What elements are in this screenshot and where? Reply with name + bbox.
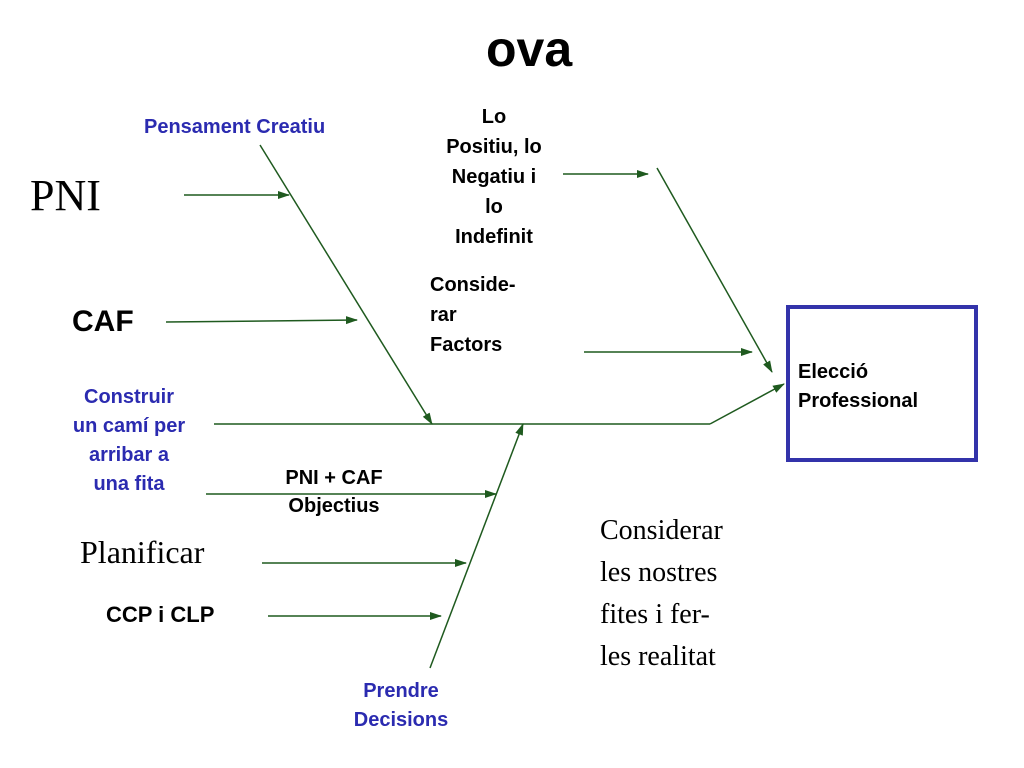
bone-prendre-decisions <box>429 423 524 669</box>
bone-lo-positiu <box>656 167 773 373</box>
construir-label: Construir un camí per arribar a una fita <box>72 386 186 495</box>
planificar-label: Planificar <box>80 534 205 570</box>
eleccio-professional-box <box>786 305 978 462</box>
pni-label: PNI <box>30 171 101 220</box>
page-title: ova <box>486 21 573 77</box>
ccp-clp-label: CCP i CLP <box>106 602 215 627</box>
bone-pensament-creatiu <box>259 144 433 425</box>
lo-positiu-label: Lo Positiu, lo Negatiu i lo Indefinit <box>446 106 542 248</box>
prendre-decisions-label: Prendre Decisions <box>353 680 449 731</box>
caf-label: CAF <box>72 305 134 338</box>
pni-caf-objectius-label: PNI + CAF Objectius <box>285 467 383 517</box>
spine-to-box-arrow <box>709 383 785 425</box>
eleccio-professional-label: Elecció Professional <box>798 361 919 412</box>
arrow-caf <box>165 316 358 325</box>
considerar-fites-label: Considerar les nostres fites i fer- les … <box>600 515 723 672</box>
pensament-creatiu-label: Pensament Creatiu <box>144 116 326 138</box>
considerar-factors-label: Conside- rar Factors <box>430 274 516 356</box>
